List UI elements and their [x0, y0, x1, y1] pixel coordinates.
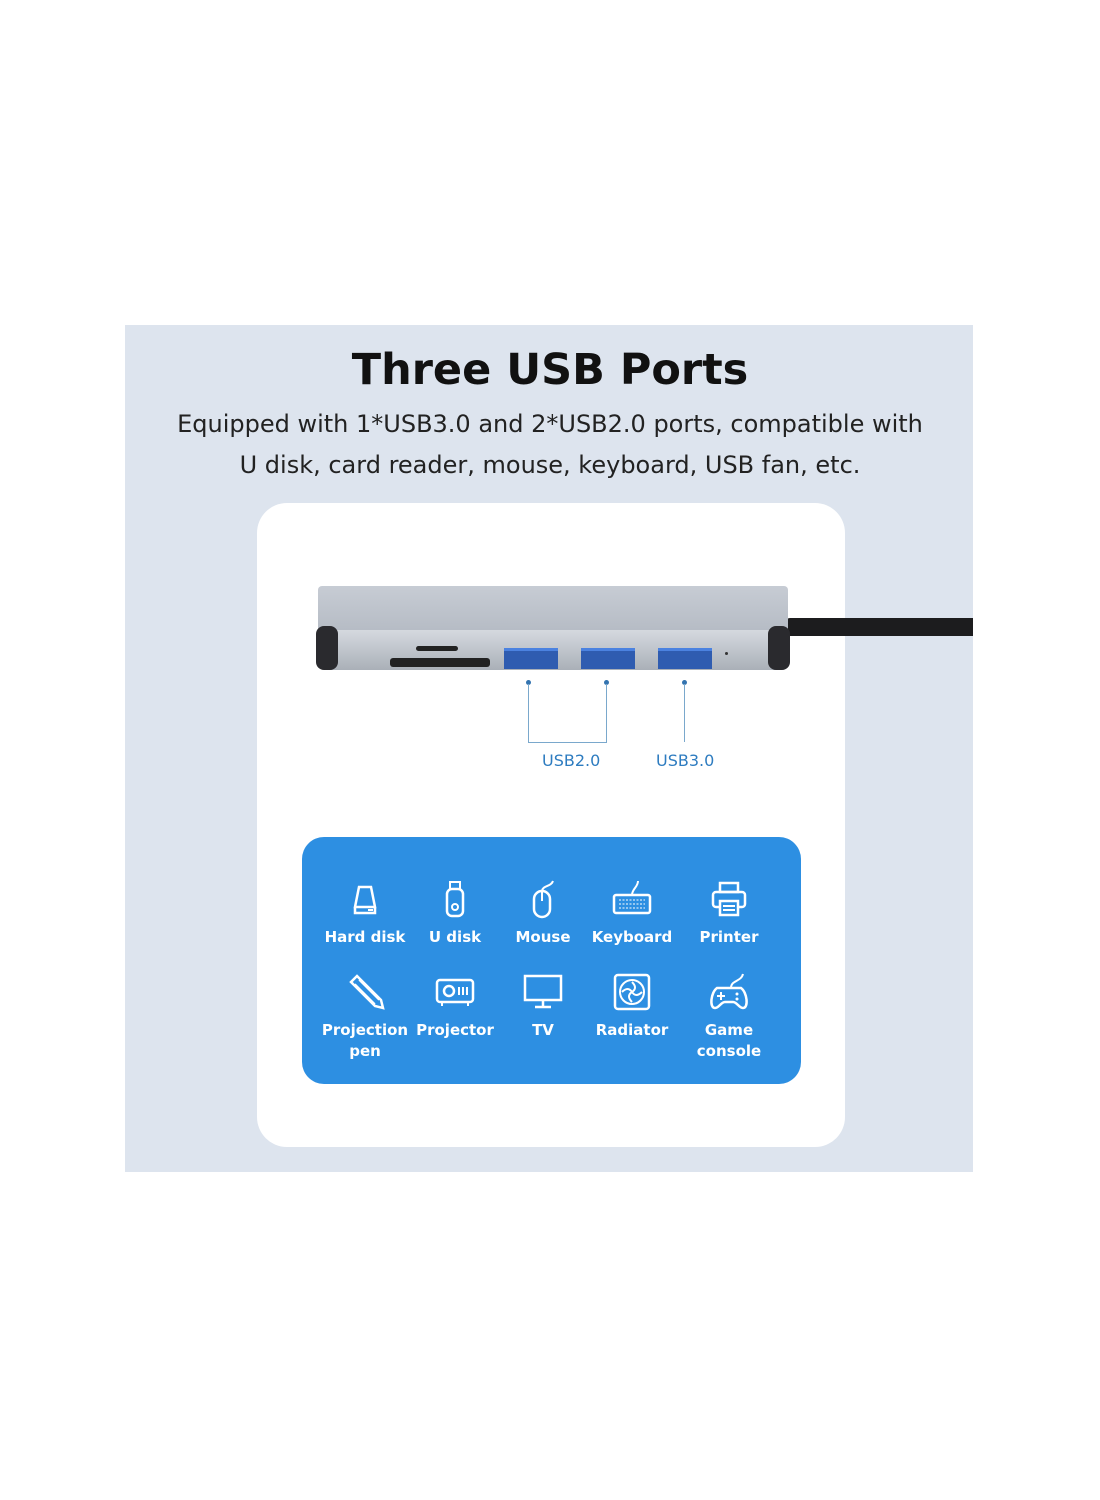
printer-icon: [711, 881, 747, 917]
device-label: U disk: [428, 928, 482, 946]
mouse-icon: [532, 880, 554, 919]
gamepad-icon: [710, 973, 748, 1010]
hard-disk-icon: [353, 885, 377, 915]
device-mouse: Mouse: [493, 877, 593, 948]
device-projector: Projector: [405, 970, 505, 1041]
usb-port-3: [658, 648, 712, 669]
device-label: Radiator: [595, 1021, 669, 1039]
device-keyboard: Keyboard: [582, 877, 682, 948]
compatible-devices-box: [302, 837, 801, 1084]
usb-drive-icon: [445, 881, 465, 918]
device-label: Hard disk: [324, 928, 406, 946]
usb2-label: USB2.0: [542, 751, 601, 770]
device-label: Projector: [416, 1021, 494, 1039]
subtitle-line-2: U disk, card reader, mouse, keyboard, US…: [239, 451, 861, 479]
device-projection-pen: Projection pen: [315, 970, 415, 1062]
micro-sd-slot: [416, 646, 458, 651]
usb-c-cable: [786, 618, 973, 636]
device-radiator: Radiator: [582, 970, 682, 1041]
device-label: TV: [532, 1021, 554, 1039]
tv-icon: [523, 974, 563, 1009]
device-label: Mouse: [515, 928, 571, 946]
device-label: Projection pen: [321, 1021, 409, 1060]
page-title: Three USB Ports: [351, 345, 749, 395]
device-tv: TV: [493, 970, 593, 1041]
device-printer: Printer: [679, 877, 779, 948]
device-label: Printer: [699, 928, 759, 946]
usb-hub-image: [316, 586, 790, 672]
device-label: Keyboard: [591, 928, 673, 946]
subtitle-line-1: Equipped with 1*USB3.0 and 2*USB2.0 port…: [177, 410, 923, 438]
usb3-label: USB3.0: [656, 751, 715, 770]
device-game-console: Game console: [679, 970, 779, 1062]
device-hard-disk: Hard disk: [315, 877, 415, 948]
projector-icon: [435, 978, 475, 1006]
keyboard-icon: [612, 880, 652, 915]
device-label: Game console: [696, 1021, 762, 1060]
device-u-disk: U disk: [405, 877, 505, 948]
usb-port-2: [581, 648, 635, 669]
pen-icon: [349, 974, 385, 1010]
sd-slot: [390, 658, 490, 667]
usb-port-1: [504, 648, 558, 669]
fan-icon: [613, 973, 651, 1011]
